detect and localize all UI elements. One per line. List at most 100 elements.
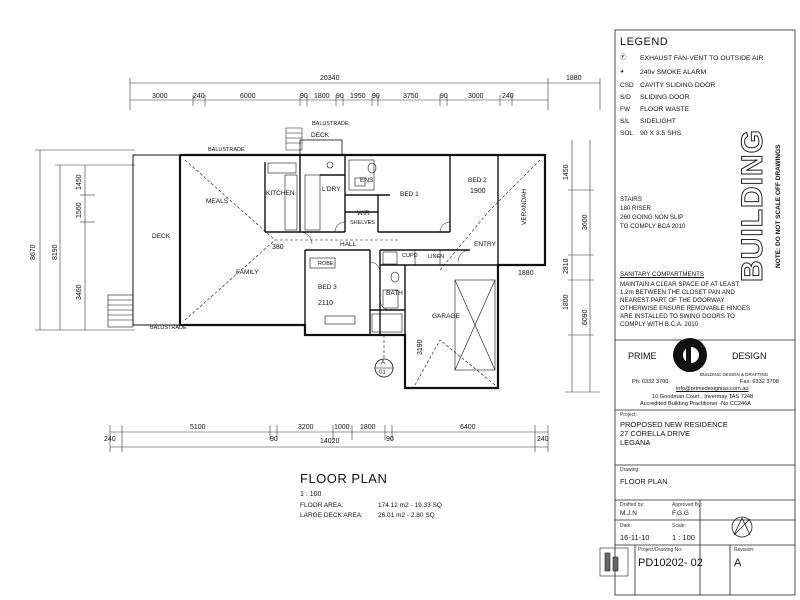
drawing-no-label: Project/Drawing No:	[638, 547, 683, 553]
dim-misc: 380	[272, 244, 284, 251]
smoke-alarm-icon: ◕	[620, 68, 624, 75]
room-bath: BATH	[386, 290, 403, 297]
legend-item: 90 X 3.5 SHS	[640, 130, 682, 137]
legend-item: CAVITY SLIDING DOOR	[640, 82, 716, 89]
dim-bottom: 1000	[334, 424, 350, 431]
legend-symbol: FW	[620, 106, 631, 113]
dim-top: 6000	[240, 93, 256, 100]
project-label: Project:	[620, 412, 637, 418]
dim-top: 90	[300, 93, 308, 100]
north-arrow-icon	[731, 516, 753, 538]
room-entry: ENTRY	[474, 241, 496, 248]
drafted-by-value: M.J.N	[620, 510, 637, 517]
plan-scale: 1 : 100	[300, 491, 322, 498]
room-ens: ENS	[360, 177, 374, 184]
room-cupd: CUPD	[402, 253, 418, 259]
legend-symbol: SOL	[620, 130, 634, 137]
sanitary-line: ARE INSTALLED TO SWING DOORS TO	[620, 313, 735, 320]
drafted-by-label: Drafted by:	[620, 502, 645, 508]
revision-value: A	[734, 557, 742, 569]
legend-item: EXHAUST FAN-VENT TO OUTSIDE AIR	[640, 55, 764, 62]
company-tagline: BUILDING DESIGN & DRAFTING	[700, 372, 769, 377]
legend-title: LEGEND	[620, 36, 669, 48]
project-line: PROPOSED NEW RESIDENCE	[620, 420, 728, 429]
revision-label: Revision:	[734, 547, 755, 553]
legend-symbol: CSD	[620, 82, 634, 89]
dimension-lines	[35, 78, 601, 452]
dim-top: 90	[440, 93, 448, 100]
prime-design-logo-icon	[673, 338, 707, 372]
legend-item: SIDELIGHT	[640, 118, 676, 125]
scale-note: NOTE: DO NOT SCALE OFF DRAWINGS	[775, 144, 782, 269]
dim-top: 3000	[152, 93, 168, 100]
date-value: 16-11-10	[620, 533, 650, 542]
dim-overall-bottom: 14020	[320, 438, 340, 445]
building-stamp: BUILDING	[736, 129, 770, 283]
dim-bottom: 90	[386, 436, 394, 443]
dim-overall-top: 20340	[320, 75, 340, 82]
company-name-left: PRIME	[628, 351, 657, 361]
room-family: FAMILY	[236, 269, 259, 276]
dim-misc: 1900	[470, 188, 486, 195]
dim-top: 90	[372, 93, 380, 100]
plan-title: FLOOR PLAN	[300, 471, 388, 486]
room-robe: ROBE	[318, 261, 334, 267]
dim-overall-top-right: 1880	[566, 75, 582, 82]
room-bed1: BED 1	[400, 191, 419, 198]
scale-value: 1 : 100	[672, 533, 695, 542]
dim-bottom: 5100	[190, 424, 206, 431]
legend-item: 240v SMOKE ALARM	[640, 69, 707, 76]
dim-misc: 2110	[318, 300, 334, 307]
project-line: LEGANA	[620, 438, 651, 447]
room-linen: LINEN	[428, 254, 445, 260]
company-name-right: DESIGN	[732, 351, 767, 361]
balustrade-top: BALUSTRADE	[208, 147, 245, 153]
dim-right: 2810	[563, 258, 570, 274]
dim-top: 1950	[350, 93, 366, 100]
dim-right: 3600	[582, 214, 589, 230]
dim-misc: 1880	[518, 270, 534, 277]
legend-item: FLOOR WASTE	[640, 106, 690, 113]
sanitary-line: OTHERWISE ENSURE REMOVABLE HINGES	[620, 305, 751, 312]
room-wir: WIR	[357, 210, 370, 217]
floor-area-label: FLOOR AREA:	[300, 502, 344, 509]
dim-right: 1450	[563, 164, 570, 180]
dim-bottom: 1800	[360, 424, 376, 431]
walls	[107, 127, 547, 390]
dim-bottom: 6400	[460, 424, 476, 431]
exhaust-fan-icon: Ⓕ	[620, 54, 627, 61]
section-marker-letter: A	[381, 360, 386, 366]
approved-by-label: Approved By:	[672, 502, 703, 508]
stairs-line: 180 RISER	[620, 205, 651, 212]
dim-right: 1800	[563, 294, 570, 310]
stairs-line: TO COMPLY BCA 2010	[620, 223, 686, 230]
dim-top: 90	[336, 93, 344, 100]
date-label: Date:	[620, 523, 632, 529]
room-ldry: L'DRY	[322, 186, 341, 193]
room-meals: MEALS	[206, 198, 229, 205]
dim-misc: 3190	[417, 339, 424, 355]
balustrade-bottom: BALUSTRADE	[150, 325, 187, 331]
dim-left-overall: 8670	[30, 244, 37, 260]
dim-top: 3000	[468, 93, 484, 100]
drawing-value: FLOOR PLAN	[620, 477, 668, 486]
section-marker-number: 01	[379, 370, 386, 376]
room-kitchen: KITCHEN	[266, 190, 295, 197]
room-hall: HALL	[340, 241, 357, 248]
dim-left: 3460	[76, 284, 83, 300]
room-shelves: SHELVES	[350, 220, 375, 226]
company-accreditation: Accredited Building Practitioner -No CC2…	[640, 401, 751, 407]
sanitary-title: SANITARY COMPARTMENTS	[620, 271, 705, 278]
floor-area-value: 174.12 m2 - 19.33 SQ	[378, 502, 442, 509]
legend-symbol: S/D	[620, 94, 631, 101]
approved-by-value: F.G.G	[672, 510, 689, 517]
dim-bottom: 240	[537, 436, 549, 443]
stairs-title: STAIRS	[620, 196, 642, 203]
legend-symbol: S/L	[620, 118, 630, 125]
dim-bottom: 3200	[298, 424, 314, 431]
room-garage: GARAGE	[432, 313, 460, 320]
dim-left-inner: 8190	[52, 244, 59, 260]
company-email[interactable]: info@primedesigntas.com.au	[676, 386, 749, 392]
company-fax: Fax: 6332 3708	[740, 379, 779, 385]
